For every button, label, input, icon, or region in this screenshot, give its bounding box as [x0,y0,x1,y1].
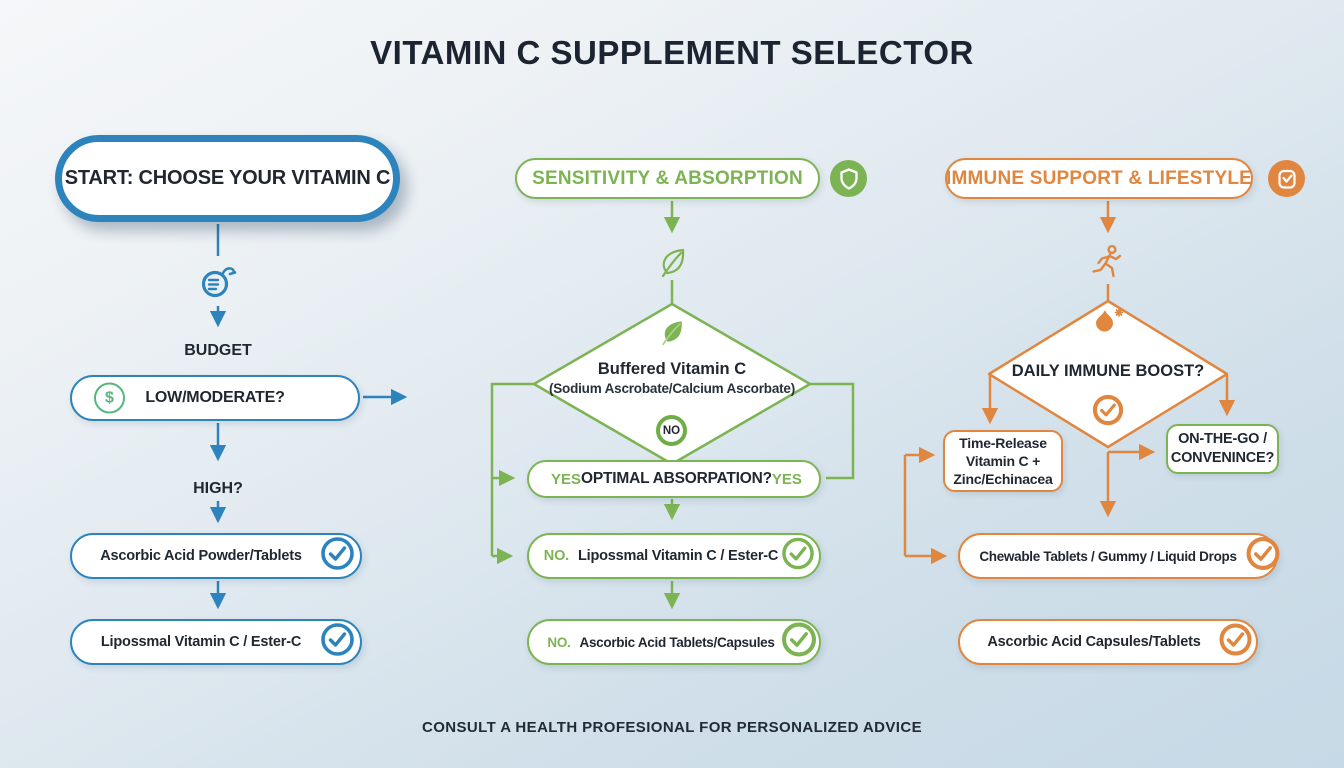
immune-header: IMMUNE SUPPORT & LIFESTYLE [945,158,1253,199]
result-ascorbic-tabs-text: NO. Ascorbic Acid Tablets/Capsules [547,635,800,650]
shield-icon [830,160,867,197]
yes-label-left: YES [551,470,582,488]
budget-icon [196,258,240,302]
result-ascorbic-tabs: NO. Ascorbic Acid Tablets/Capsules [527,619,821,665]
immune-diamond-title: DAILY IMMUNE BOOST? [1011,362,1205,380]
check-circle-icon [1219,623,1252,661]
sensitivity-header: SENSITIVITY & ABSORPTION [515,158,820,199]
box-check-icon [1268,160,1305,197]
optimal-absorption-node: YES OPTIMAL ABSORPATION? YES [527,460,821,498]
result-liposomal-blue: Lipossmal Vitamin C / Ester-C [70,619,362,665]
disclaimer-text: CONSULT A HEALTH PROFESIONAL FOR PERSONA… [422,719,922,736]
start-node: START: CHOOSE YOUR VITAMIN C [55,135,400,222]
no-prefix: NO. [543,548,569,564]
buffered-diamond-title: Buffered Vitamin C [597,360,747,378]
budget-column-connectors [209,224,408,610]
flame-icon [1092,306,1126,338]
immune-header-label: IMMUNE SUPPORT & LIFESTYLE [945,167,1253,189]
result-liposomal-green-label: Lipossmal Vitamin C / Ester-C [577,548,779,564]
result-ascorbic-powder: Ascorbic Acid Powder/Tablets [70,533,362,579]
optimal-absorption-label: OPTIMAL ABSORPATION? [581,470,772,487]
start-label: START: CHOOSE YOUR VITAMIN C [64,167,391,189]
result-ascorbic-caps: Ascorbic Acid Capsules/Tablets [958,619,1258,665]
result-chewable-label: Chewable Tablets / Gummy / Liquid Drops [979,548,1237,564]
buffered-diamond-subtitle: (Sodium Ascrobate/Calcium Ascorbate) [548,381,796,396]
page-title: VITAMIN C SUPPLEMENT SELECTOR [370,34,974,71]
result-liposomal-blue-label: Lipossmal Vitamin C / Ester-C [100,634,302,650]
check-circle-icon [782,622,816,662]
immune-column-connectors [903,201,1236,565]
high-step-label: HIGH? [193,480,243,497]
runner-icon [1089,243,1127,283]
result-liposomal-green-text: NO. Lipossmal Vitamin C / Ester-C [544,548,804,564]
yes-label-right: YES [771,470,802,488]
no-badge: NO [656,415,687,446]
result-chewable: Chewable Tablets / Gummy / Liquid Drops [958,533,1280,579]
low-moderate-node: $ LOW/MODERATE? [70,375,360,421]
immune-diamond [987,299,1229,449]
low-moderate-label: LOW/MODERATE? [145,389,285,406]
leaf-outline-icon [655,245,689,279]
budget-step-label: BUDGET [184,342,252,359]
time-release-node: Time-Release Vitamin C + Zinc/Echinacea [943,430,1063,492]
check-badge-icon [1092,394,1124,426]
check-circle-icon [321,623,354,661]
time-release-label: Time-Release Vitamin C + Zinc/Echinacea [953,434,1053,488]
sensitivity-header-label: SENSITIVITY & ABSORPTION [532,167,803,189]
check-circle-icon [782,537,814,575]
result-ascorbic-powder-label: Ascorbic Acid Powder/Tablets [100,548,302,564]
check-circle-icon [1246,537,1280,576]
no-prefix: NO. [547,634,571,650]
result-ascorbic-caps-label: Ascorbic Acid Capsules/Tablets [987,634,1201,650]
result-liposomal-green: NO. Lipossmal Vitamin C / Ester-C [527,533,821,579]
leaf-solid-icon [657,317,687,347]
on-the-go-node: ON-THE-GO / CONVENINCE? [1166,424,1279,474]
dollar-icon: $ [94,382,125,414]
check-circle-icon [321,537,354,575]
result-ascorbic-tabs-label: Ascorbic Acid Tablets/Capsules [579,634,775,650]
on-the-go-label: ON-THE-GO / CONVENINCE? [1170,431,1275,466]
